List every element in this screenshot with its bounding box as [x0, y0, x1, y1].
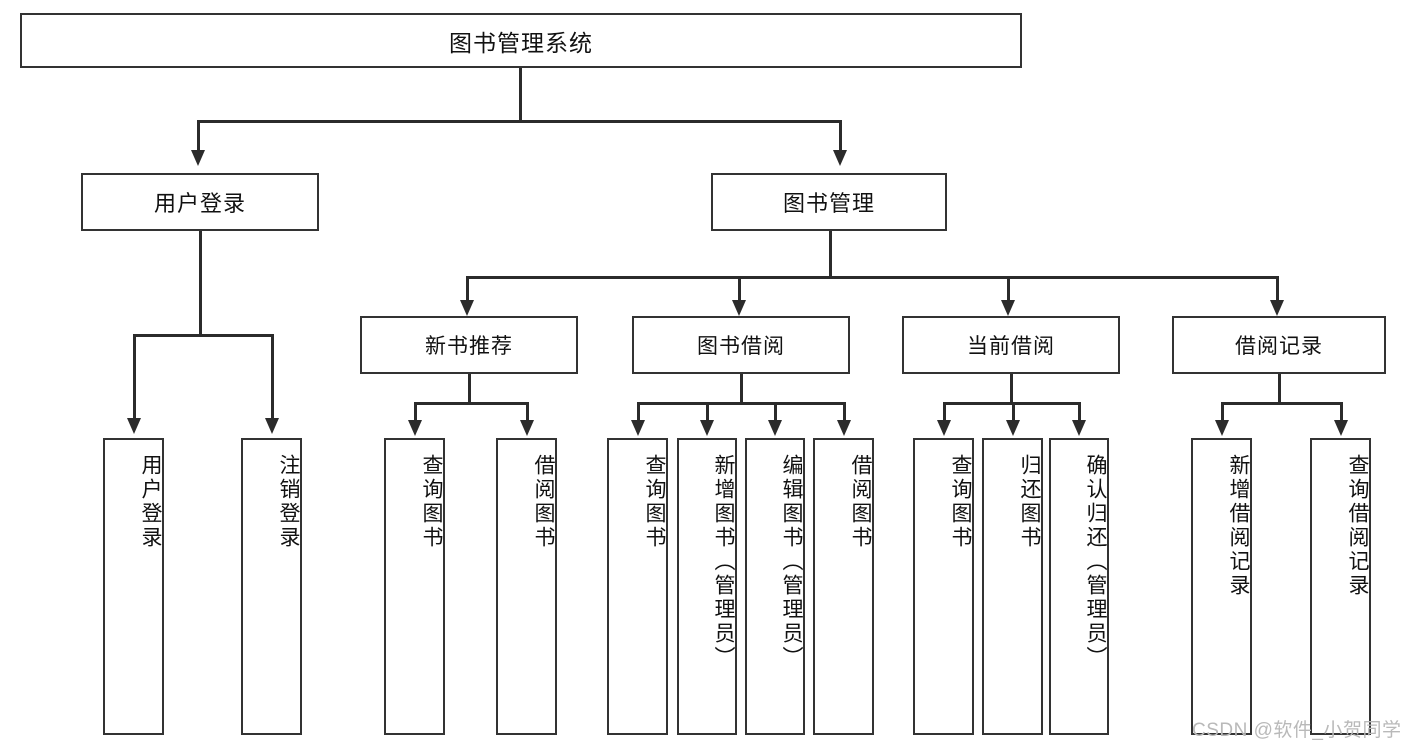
connector-new-book-recommend-stem — [468, 374, 471, 404]
node-label: 查询图书 — [949, 454, 972, 550]
arrow-down-icon — [1215, 420, 1229, 436]
connector-drop-new-book-recommend — [466, 276, 469, 302]
connector-current-borrow-stem — [1010, 374, 1013, 404]
node-label: 当前借阅 — [967, 335, 1055, 358]
node-label: 注销登录 — [277, 454, 300, 550]
connector-borrow-record-stem — [1278, 374, 1281, 404]
arrow-down-icon — [937, 420, 951, 436]
arrow-down-icon — [732, 300, 746, 316]
connector-drop-leaf — [943, 402, 946, 422]
node-user-login[interactable]: 用户登录 — [81, 173, 319, 231]
node-leaf-borrow-book-2[interactable]: 借阅图书 — [813, 438, 874, 735]
connector-drop-borrow-record — [1276, 276, 1279, 302]
arrow-down-icon — [768, 420, 782, 436]
connector-borrow-record-bar — [1221, 402, 1341, 405]
connector-drop-leaf — [1340, 402, 1343, 422]
node-leaf-user-login[interactable]: 用户登录 — [103, 438, 164, 735]
node-label: 查询图书 — [420, 454, 443, 550]
connector-user-login-bar — [133, 334, 273, 337]
node-label: 借阅图书 — [532, 454, 555, 550]
node-label: 查询图书 — [643, 454, 666, 550]
connector-drop-leaf — [526, 402, 529, 422]
connector-drop-leaf — [1012, 402, 1015, 422]
node-label: 新书推荐 — [425, 335, 513, 358]
arrow-down-icon — [631, 420, 645, 436]
connector-user-login-stem — [199, 231, 202, 336]
arrow-down-icon — [127, 418, 141, 434]
node-leaf-query-record[interactable]: 查询借阅记录 — [1310, 438, 1371, 735]
node-label: 图书管理系统 — [449, 29, 593, 56]
arrow-down-icon — [1001, 300, 1015, 316]
node-label: 确认归还（管理员） — [1084, 454, 1107, 670]
node-leaf-logout[interactable]: 注销登录 — [241, 438, 302, 735]
connector-drop-book-manage — [839, 120, 842, 152]
connector-drop-leaf — [843, 402, 846, 422]
arrow-down-icon — [833, 150, 847, 166]
arrow-down-icon — [1006, 420, 1020, 436]
node-book-manage[interactable]: 图书管理 — [711, 173, 947, 231]
node-new-book-recommend[interactable]: 新书推荐 — [360, 316, 578, 374]
connector-drop-leaf — [706, 402, 709, 422]
connector-drop-leaf-user-login — [133, 334, 136, 420]
node-current-borrow[interactable]: 当前借阅 — [902, 316, 1120, 374]
connector-book-manage-stem — [829, 231, 832, 278]
node-label: 借阅记录 — [1235, 335, 1323, 358]
connector-drop-leaf — [414, 402, 417, 422]
node-label: 图书管理 — [782, 191, 875, 216]
connector-new-book-recommend-bar — [414, 402, 528, 405]
node-leaf-borrow-book-1[interactable]: 借阅图书 — [496, 438, 557, 735]
node-label: 归还图书 — [1018, 454, 1041, 550]
arrow-down-icon — [265, 418, 279, 434]
connector-drop-book-borrow — [738, 276, 741, 302]
connector-book-manage-bar — [466, 276, 1278, 279]
node-leaf-return-book[interactable]: 归还图书 — [982, 438, 1043, 735]
arrow-down-icon — [408, 420, 422, 436]
connector-root-bar — [197, 120, 841, 123]
node-leaf-edit-book[interactable]: 编辑图书（管理员） — [745, 438, 805, 735]
node-borrow-record[interactable]: 借阅记录 — [1172, 316, 1386, 374]
node-label: 借阅图书 — [849, 454, 872, 550]
connector-drop-leaf — [774, 402, 777, 422]
node-label: 新增借阅记录 — [1227, 454, 1250, 598]
connector-book-borrow-bar — [637, 402, 845, 405]
arrow-down-icon — [1334, 420, 1348, 436]
node-leaf-query-book-2[interactable]: 查询图书 — [607, 438, 668, 735]
node-leaf-confirm-return[interactable]: 确认归还（管理员） — [1049, 438, 1109, 735]
node-leaf-query-book-1[interactable]: 查询图书 — [384, 438, 445, 735]
connector-drop-leaf — [637, 402, 640, 422]
arrow-down-icon — [520, 420, 534, 436]
node-book-borrow[interactable]: 图书借阅 — [632, 316, 850, 374]
arrow-down-icon — [700, 420, 714, 436]
arrow-down-icon — [1072, 420, 1086, 436]
node-leaf-add-record[interactable]: 新增借阅记录 — [1191, 438, 1252, 735]
node-leaf-add-book[interactable]: 新增图书（管理员） — [677, 438, 737, 735]
node-root-system[interactable]: 图书管理系统 — [20, 13, 1022, 68]
connector-drop-leaf — [1221, 402, 1224, 422]
arrow-down-icon — [191, 150, 205, 166]
node-label: 查询借阅记录 — [1346, 454, 1369, 598]
connector-drop-leaf — [1078, 402, 1081, 422]
node-label: 编辑图书（管理员） — [780, 454, 803, 670]
node-label: 新增图书（管理员） — [712, 454, 735, 670]
connector-drop-current-borrow — [1007, 276, 1010, 302]
arrow-down-icon — [460, 300, 474, 316]
connector-root-stem — [519, 68, 522, 122]
node-label: 图书借阅 — [697, 335, 785, 358]
node-label: 用户登录 — [139, 454, 162, 550]
connector-current-borrow-bar — [943, 402, 1079, 405]
connector-book-borrow-stem — [740, 374, 743, 404]
node-label: 用户登录 — [153, 191, 246, 216]
node-leaf-query-book-3[interactable]: 查询图书 — [913, 438, 974, 735]
arrow-down-icon — [837, 420, 851, 436]
connector-drop-leaf-logout — [271, 334, 274, 420]
arrow-down-icon — [1270, 300, 1284, 316]
connector-drop-user-login — [197, 120, 200, 152]
